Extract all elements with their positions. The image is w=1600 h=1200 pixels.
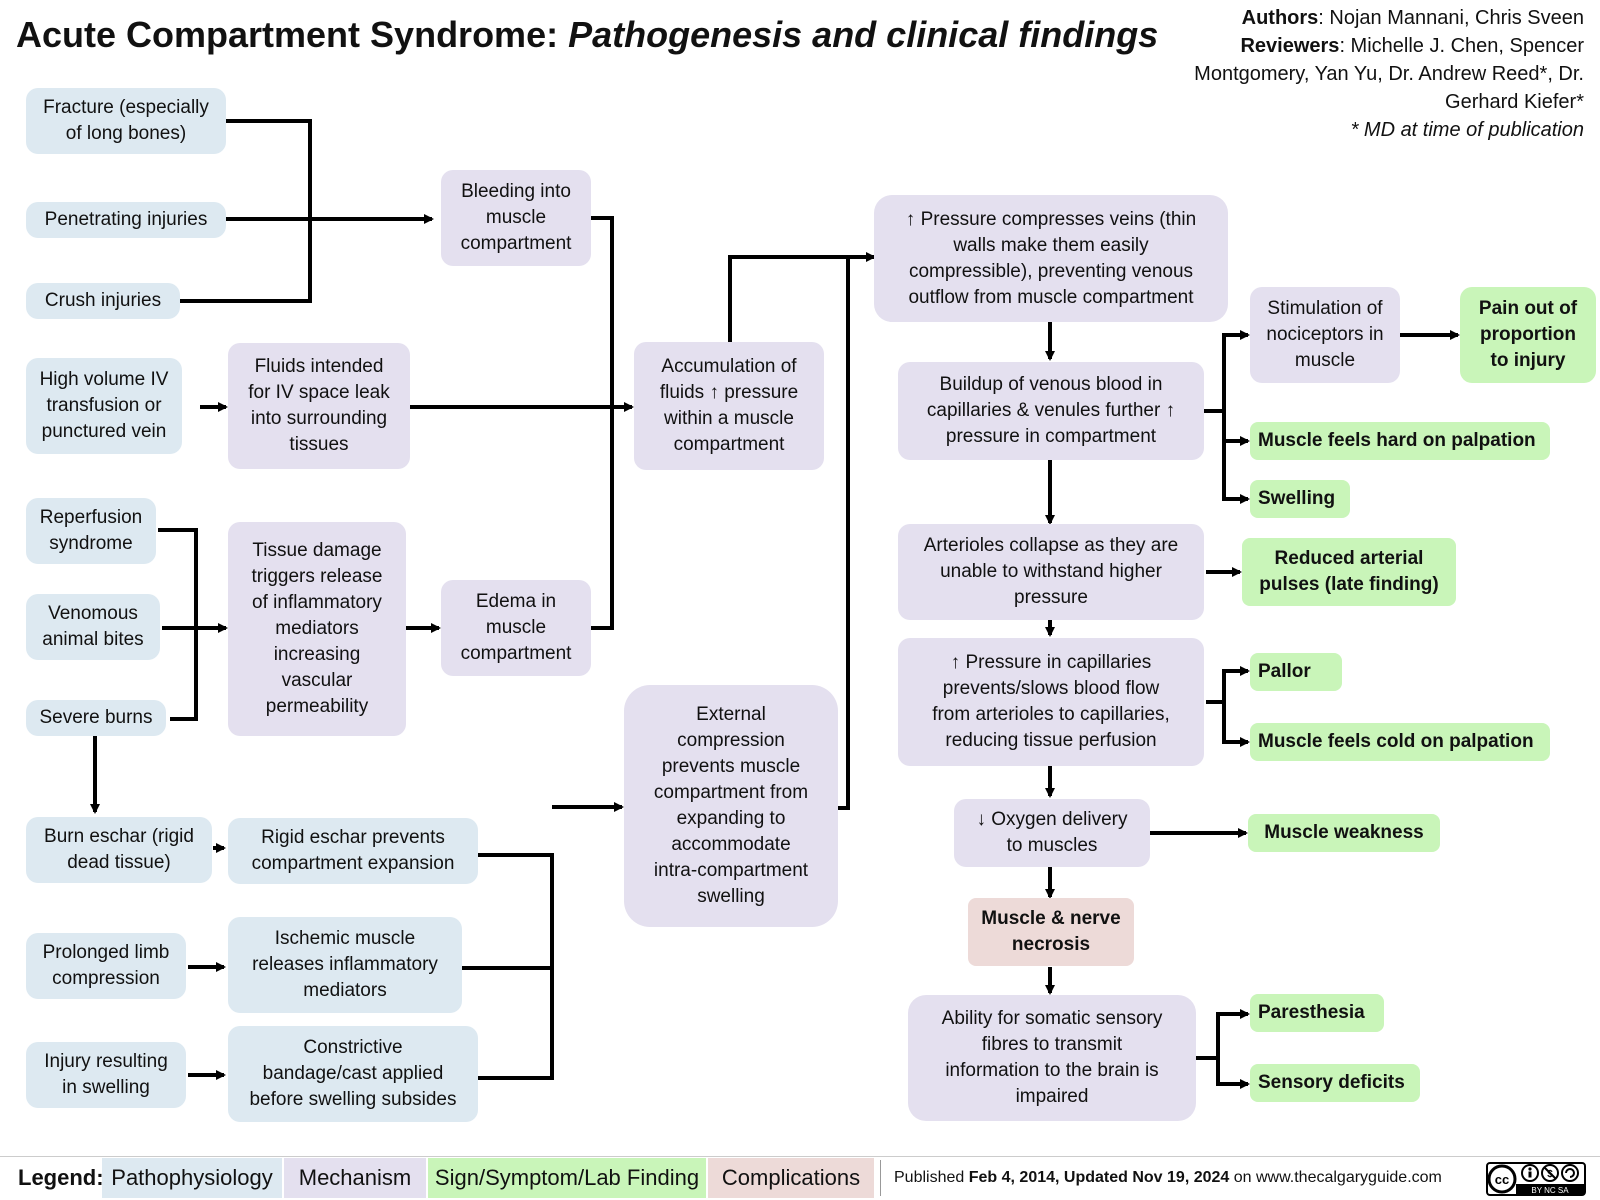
node-muscle-cold: Muscle feels cold on palpation <box>1250 723 1550 761</box>
node-constrictive-bandage: Constrictive bandage/cast applied before… <box>228 1026 478 1122</box>
node-penetrating-injuries: Penetrating injuries <box>26 202 226 238</box>
node-reduced-pulses: Reduced arterial pulses (late finding) <box>1242 538 1456 606</box>
node-ischemic-muscle: Ischemic muscle releases inflammatory me… <box>228 917 462 1013</box>
license-text: BY NC SA <box>1531 1186 1569 1195</box>
legend-sign-symptom: Sign/Symptom/Lab Finding <box>428 1158 706 1198</box>
node-burn-eschar: Burn eschar (rigid dead tissue) <box>26 817 212 883</box>
page-title: Acute Compartment Syndrome: Pathogenesis… <box>16 14 1158 56</box>
node-prolonged-limb-compression: Prolonged limb compression <box>26 933 186 999</box>
node-external-compression: External compression prevents muscle com… <box>624 685 838 927</box>
title-main: Acute Compartment Syndrome: <box>16 14 559 55</box>
node-swelling: Swelling <box>1250 480 1350 518</box>
node-arterioles: Arterioles collapse as they are unable t… <box>898 524 1204 620</box>
legend-divider <box>0 1156 1600 1157</box>
node-muscle-weakness: Muscle weakness <box>1248 814 1440 852</box>
reviewers-names: : Michelle J. Chen, Spencer Montgomery, … <box>1194 35 1584 113</box>
node-pallor: Pallor <box>1250 653 1342 691</box>
creative-commons-by-nc-sa-icon: cc $ BY NC SA <box>1486 1162 1586 1196</box>
node-pressure-veins: ↑ Pressure compresses veins (thin walls … <box>874 195 1228 322</box>
legend-pathophysiology: Pathophysiology <box>102 1158 282 1198</box>
authors-line: Authors: Nojan Mannani, Chris Sveen <box>1184 4 1584 32</box>
legend-complications: Complications <box>708 1158 874 1198</box>
credits: Authors: Nojan Mannani, Chris Sveen Revi… <box>1184 4 1584 144</box>
node-tissue-damage: Tissue damage triggers release of inflam… <box>228 522 406 736</box>
node-accumulation: Accumulation of fluids ↑ pressure within… <box>634 342 824 470</box>
node-rigid-eschar: Rigid eschar prevents compartment expans… <box>228 818 478 884</box>
node-paresthesia: Paresthesia <box>1250 994 1384 1032</box>
svg-text:cc: cc <box>1495 1172 1509 1187</box>
published-dates: Feb 4, 2014, Updated Nov 19, 2024 <box>968 1169 1230 1186</box>
legend-title: Legend: <box>18 1165 104 1190</box>
node-pain-out-of-proportion: Pain out of proportion to injury <box>1460 287 1596 383</box>
reviewers-line: Reviewers: Michelle J. Chen, Spencer Mon… <box>1184 32 1584 116</box>
node-crush-injuries: Crush injuries <box>26 283 180 319</box>
legend-mechanism: Mechanism <box>284 1158 426 1198</box>
node-nociceptors: Stimulation of nociceptors in muscle <box>1250 287 1400 383</box>
node-injury-swelling: Injury resulting in swelling <box>26 1042 186 1108</box>
published-prefix: Published <box>894 1169 965 1186</box>
node-bleeding: Bleeding into muscle compartment <box>441 170 591 266</box>
node-fluids-leak: Fluids intended for IV space leak into s… <box>228 343 410 469</box>
node-edema: Edema in muscle compartment <box>441 580 591 676</box>
node-somatic-sensory: Ability for somatic sensory fibres to tr… <box>908 995 1196 1121</box>
reviewers-label: Reviewers <box>1240 35 1340 57</box>
title-sub: Pathogenesis and clinical findings <box>568 14 1159 55</box>
node-venomous-bites: Venomous animal bites <box>26 594 160 660</box>
node-oxygen-delivery: ↓ Oxygen delivery to muscles <box>954 799 1150 867</box>
legend: Legend: Pathophysiology Mechanism Sign/S… <box>0 1156 1600 1200</box>
authors-label: Authors <box>1241 7 1319 29</box>
node-severe-burns: Severe burns <box>26 700 166 736</box>
node-high-volume-iv: High volume IV transfusion or punctured … <box>26 358 182 454</box>
footnote: * MD at time of publication <box>1350 119 1584 141</box>
node-sensory-deficits: Sensory deficits <box>1250 1064 1420 1102</box>
node-buildup: Buildup of venous blood in capillaries &… <box>898 362 1204 460</box>
published-info: Published Feb 4, 2014, Updated Nov 19, 2… <box>894 1158 1442 1198</box>
node-muscle-hard: Muscle feels hard on palpation <box>1250 422 1550 460</box>
node-reperfusion-syndrome: Reperfusion syndrome <box>26 498 156 564</box>
footer-divider <box>880 1160 881 1196</box>
published-suffix: on www.thecalgaryguide.com <box>1233 1169 1442 1186</box>
authors-names: : Nojan Mannani, Chris Sveen <box>1318 7 1584 29</box>
node-necrosis: Muscle & nerve necrosis <box>968 898 1134 966</box>
node-fracture: Fracture (especially of long bones) <box>26 88 226 154</box>
node-capillaries: ↑ Pressure in capillaries prevents/slows… <box>898 638 1204 766</box>
